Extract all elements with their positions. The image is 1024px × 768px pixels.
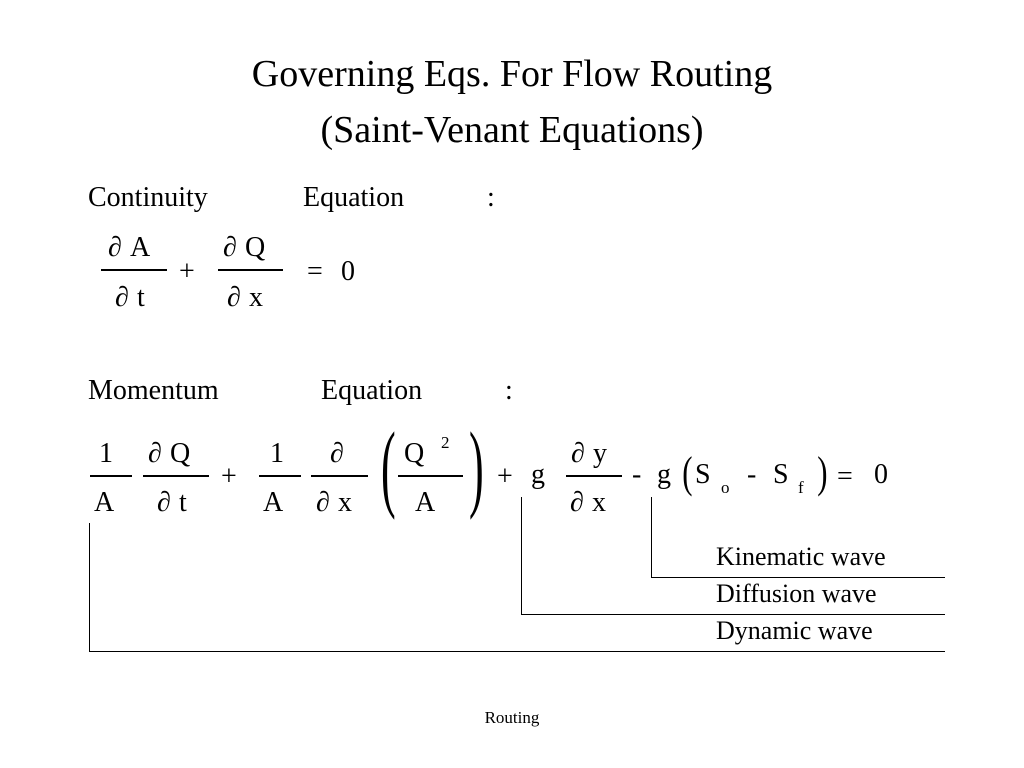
numerator-one: 1	[99, 438, 113, 469]
equals-sign: =	[837, 461, 853, 492]
left-paren: (	[380, 413, 396, 521]
numerator-Q: Q	[245, 232, 266, 263]
diffusion-bracket-horizontal	[521, 614, 945, 615]
numerator-A: A	[130, 232, 151, 263]
denominator-x: x	[249, 282, 263, 313]
left-paren: (	[682, 448, 693, 497]
zero: 0	[874, 459, 888, 490]
numerator-Q: Q	[170, 438, 191, 469]
fraction-bar	[566, 475, 622, 477]
subscript-o: o	[721, 478, 730, 497]
denominator-A: A	[415, 487, 436, 518]
fraction-bar	[101, 269, 167, 271]
diffusion-wave-label: Diffusion wave	[716, 579, 877, 608]
gravity-g: g	[657, 459, 671, 490]
minus-sign: -	[632, 459, 642, 490]
exponent-two: 2	[441, 433, 450, 452]
kinematic-bracket-vertical	[651, 497, 652, 577]
continuity-equation-word: Equation	[303, 182, 405, 213]
denominator-x: x	[592, 487, 606, 518]
partial-symbol: ∂	[571, 438, 585, 469]
diffusion-bracket-vertical	[521, 497, 522, 614]
partial-symbol: ∂	[330, 438, 344, 469]
denominator-A: A	[94, 487, 115, 518]
dynamic-wave-label: Dynamic wave	[716, 616, 873, 645]
momentum-label: Momentum	[88, 375, 219, 406]
equals-sign: =	[307, 256, 323, 287]
bed-slope-S: S	[695, 459, 711, 490]
denominator-t: t	[137, 282, 145, 313]
slide-subtitle: (Saint-Venant Equations)	[320, 109, 704, 151]
zero: 0	[341, 256, 355, 287]
fraction-bar	[218, 269, 283, 271]
right-paren: )	[817, 448, 828, 497]
dynamic-bracket-horizontal	[89, 651, 945, 652]
dynamic-bracket-vertical	[89, 523, 90, 651]
right-paren: )	[468, 413, 484, 521]
fraction-bar	[90, 475, 132, 477]
gravity-g: g	[531, 459, 545, 490]
partial-symbol: ∂	[227, 282, 241, 313]
subscript-f: f	[798, 478, 804, 497]
kinematic-bracket-horizontal	[651, 577, 945, 578]
friction-slope-S: S	[773, 459, 789, 490]
partial-symbol: ∂	[223, 232, 237, 263]
partial-symbol: ∂	[148, 438, 162, 469]
continuity-colon: :	[487, 182, 495, 213]
continuity-label: Continuity	[88, 182, 208, 213]
momentum-colon: :	[505, 375, 513, 406]
minus-sign: -	[747, 459, 757, 490]
numerator-one: 1	[270, 438, 284, 469]
partial-symbol: ∂	[157, 487, 171, 518]
slide-footer: Routing	[484, 708, 540, 727]
momentum-equation-word: Equation	[321, 375, 423, 406]
fraction-bar	[143, 475, 209, 477]
plus-sign: +	[179, 256, 195, 287]
slide-title: Governing Eqs. For Flow Routing	[251, 53, 773, 95]
partial-symbol: ∂	[115, 282, 129, 313]
denominator-x: x	[338, 487, 352, 518]
numerator-Q: Q	[404, 438, 425, 469]
partial-symbol: ∂	[570, 487, 584, 518]
plus-sign: +	[221, 461, 237, 492]
numerator-y: y	[593, 438, 607, 469]
fraction-bar	[311, 475, 368, 477]
kinematic-wave-label: Kinematic wave	[716, 542, 886, 571]
denominator-t: t	[179, 487, 187, 518]
fraction-bar	[259, 475, 301, 477]
plus-sign: +	[497, 461, 513, 492]
denominator-A: A	[263, 487, 284, 518]
partial-symbol: ∂	[316, 487, 330, 518]
fraction-bar	[398, 475, 463, 477]
partial-symbol: ∂	[108, 232, 122, 263]
